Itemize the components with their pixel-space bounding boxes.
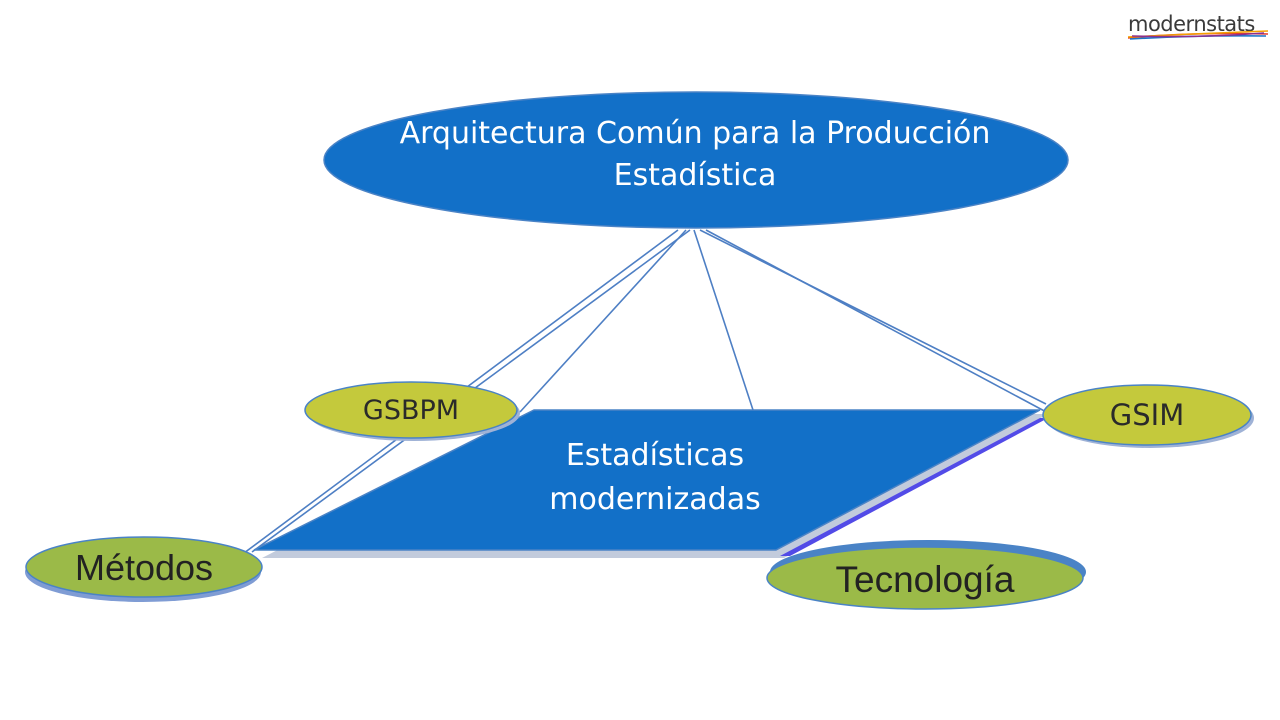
tecnologia-node-shape (766, 546, 1084, 610)
gsim-node (1042, 384, 1254, 448)
metodos-node (25, 536, 263, 602)
top-node-shape (323, 91, 1069, 229)
top-node (323, 91, 1069, 229)
gsim-node-shape (1042, 384, 1252, 446)
tecnologia-node (766, 540, 1086, 610)
connector-top-to-gsim (699, 229, 1047, 405)
connector-top-to-center (693, 229, 754, 411)
modernstats-logo: modernstats (1128, 10, 1270, 40)
center-node-shape (253, 409, 1041, 551)
metodos-node-shape (25, 536, 263, 598)
center-node (253, 409, 1048, 558)
center-node-edge (780, 418, 1048, 556)
logo-stripe-purple (1131, 32, 1265, 38)
connector-top-to-gsim-2 (705, 229, 1051, 415)
logo-stripes (1128, 30, 1269, 40)
gsbpm-node-shape (304, 381, 518, 439)
connector-top-to-gsbpm (519, 229, 687, 413)
gsbpm-node (304, 381, 520, 441)
